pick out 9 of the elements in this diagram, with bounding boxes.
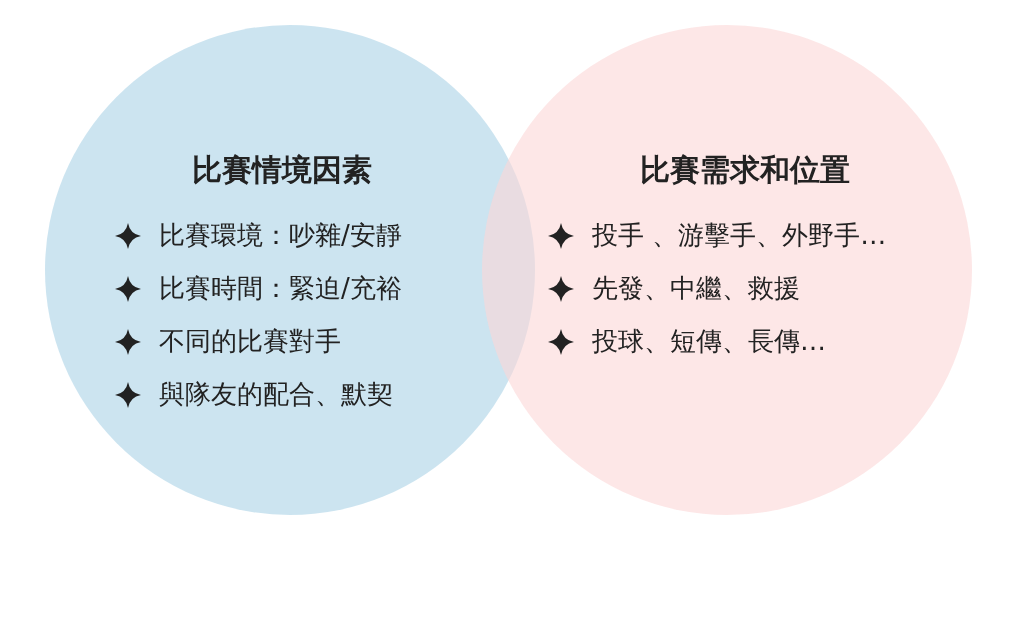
bullet-text: 投手 、游擊手、外野手… [592,219,887,252]
bullet-text: 投球、短傳、長傳… [592,325,826,358]
circle-heading: 比賽情境因素 [192,151,372,189]
bullet-text: 不同的比賽對手 [159,325,341,358]
bullet-text: 與隊友的配合、默契 [159,378,393,411]
bullet-text: 比賽環境：吵雜/安靜 [159,219,402,252]
bullet-text: 比賽時間：緊迫/充裕 [159,272,402,305]
bullet-text: 先發、中繼、救援 [592,272,800,305]
circle-heading: 比賽需求和位置 [640,151,850,189]
